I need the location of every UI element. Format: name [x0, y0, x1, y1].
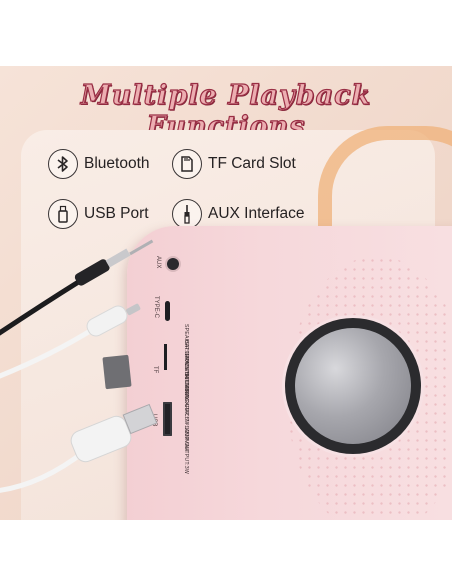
bluetooth-icon — [48, 149, 78, 179]
feature-usb-port: USB Port — [48, 199, 149, 229]
usb-cable — [0, 403, 158, 493]
page-title: Multiple Playback Functions — [80, 79, 372, 142]
feature-bluetooth: Bluetooth — [48, 149, 150, 179]
typec-port — [165, 301, 170, 321]
typec-cable — [0, 303, 141, 379]
feature-label: TF Card Slot — [208, 155, 296, 172]
feature-label: USB Port — [84, 205, 149, 222]
usb-drive-icon — [48, 199, 78, 229]
usb-port — [163, 402, 172, 436]
aux-cable — [0, 239, 154, 336]
feature-tf-card: TF Card Slot — [172, 149, 296, 179]
product-image-panel: Multiple Playback Functions Bluetooth TF… — [0, 66, 452, 520]
spec-line: CHARGER:5V-1AMP-OUTPUT:3W — [183, 388, 189, 474]
aux-port — [167, 258, 179, 270]
feature-label: Bluetooth — [84, 155, 150, 172]
speaker-dial-face — [295, 328, 411, 444]
feature-label: AUX Interface — [208, 205, 305, 222]
speaker-device: AUX TYPE-C TF USB SPEAKER:Ø40MM*2 BATTER… — [127, 226, 452, 520]
tf-card — [102, 354, 132, 390]
tf-card-icon — [172, 149, 202, 179]
feature-aux-interface: AUX Interface — [172, 199, 305, 229]
aux-jack-icon — [172, 199, 202, 229]
tf-card-slot — [164, 344, 167, 370]
speaker-dial — [285, 318, 421, 454]
